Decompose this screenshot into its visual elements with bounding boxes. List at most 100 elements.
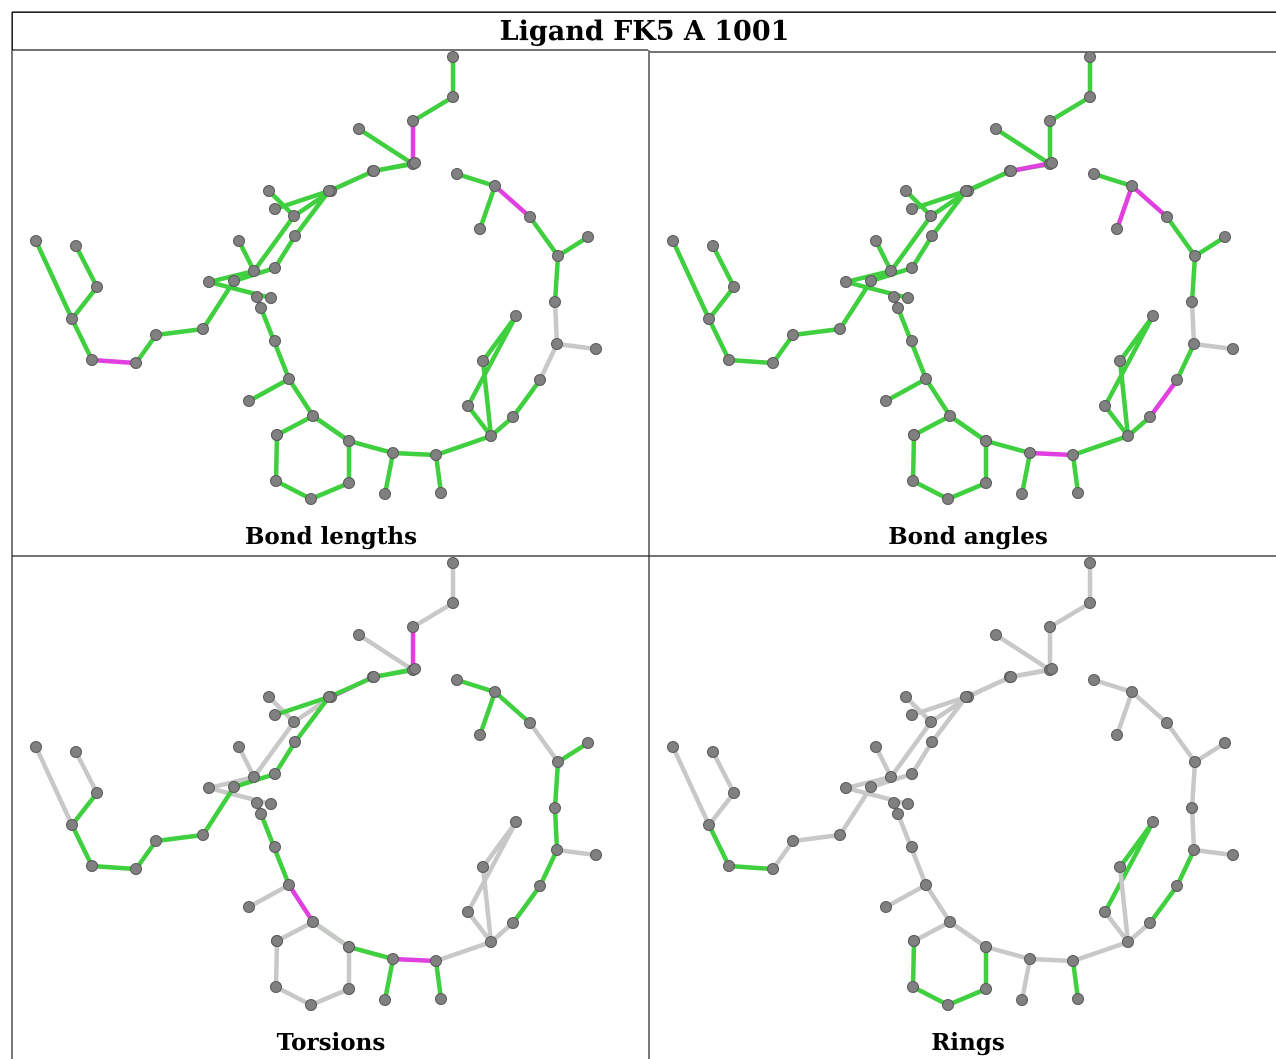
- atom-7: [288, 210, 300, 222]
- atom-49: [91, 281, 103, 293]
- atom-23: [430, 955, 442, 967]
- atom-8: [263, 185, 275, 197]
- bond-37: [929, 694, 969, 745]
- bond-41: [153, 326, 206, 338]
- bond-38: [272, 233, 298, 271]
- atom-33: [1161, 211, 1173, 223]
- atom-58: [510, 310, 522, 322]
- atom-21: [1024, 953, 1036, 965]
- bond-50: [945, 986, 989, 1008]
- atom-25: [485, 936, 497, 948]
- bond-25: [1191, 341, 1236, 352]
- atom-25: [1122, 430, 1134, 442]
- atom-2: [407, 621, 419, 633]
- atom-8: [263, 691, 275, 703]
- atom-9: [885, 771, 897, 783]
- atom-22: [379, 488, 391, 500]
- atom-47: [86, 354, 98, 366]
- atom-32: [582, 737, 594, 749]
- atom-50: [30, 741, 42, 753]
- bond-27: [552, 253, 561, 305]
- bond-8: [251, 213, 297, 274]
- atom-32: [582, 231, 594, 243]
- bond-23: [510, 883, 543, 926]
- atom-8: [900, 691, 912, 703]
- atom-36: [1088, 674, 1100, 686]
- atom-17: [880, 395, 892, 407]
- panel-bond-angles: Bond angles: [650, 51, 1276, 553]
- atom-18: [944, 410, 956, 422]
- bond-40: [837, 278, 874, 332]
- atom-0: [1084, 51, 1096, 63]
- bond-14: [883, 376, 929, 404]
- bond-54: [1102, 909, 1131, 945]
- atom-40: [269, 709, 281, 721]
- atom-59: [1114, 355, 1126, 367]
- atom-27: [1171, 880, 1183, 892]
- atom-35: [1111, 223, 1123, 235]
- atom-38: [368, 165, 380, 177]
- atom-43: [865, 781, 877, 793]
- atom-8: [900, 185, 912, 197]
- atom-21: [387, 953, 399, 965]
- atom-15: [906, 335, 918, 347]
- atom-7: [925, 716, 937, 728]
- atom-23: [1067, 955, 1079, 967]
- atom-27: [1171, 374, 1183, 386]
- bond-24: [537, 847, 560, 889]
- bond-1: [410, 600, 456, 630]
- panel-bond-lengths: Bond lengths: [13, 51, 649, 553]
- bond-57: [1117, 358, 1131, 439]
- bond-55: [465, 313, 519, 409]
- atom-53: [980, 983, 992, 995]
- bond-43: [726, 357, 776, 366]
- atom-36: [451, 674, 463, 686]
- atom-18: [307, 916, 319, 928]
- bond-20: [433, 958, 444, 1002]
- bond-30: [492, 689, 533, 726]
- molecule-bond-lengths: [30, 51, 602, 505]
- atom-21: [387, 447, 399, 459]
- bond-46: [33, 238, 75, 322]
- bond-14: [246, 376, 292, 404]
- bond-44: [69, 822, 95, 869]
- panel-torsions: Torsions: [13, 557, 649, 1059]
- atom-53: [343, 477, 355, 489]
- atom-2: [1044, 115, 1056, 127]
- atom-24: [1072, 993, 1084, 1005]
- bond-17: [346, 944, 396, 962]
- atom-39: [323, 185, 335, 197]
- bond-54: [465, 403, 494, 439]
- atom-45: [787, 835, 799, 847]
- bond-57: [480, 864, 494, 945]
- bond-41: [153, 832, 206, 844]
- atom-28: [1188, 844, 1200, 856]
- atom-45: [150, 835, 162, 847]
- atom-50: [667, 741, 679, 753]
- atom-39: [960, 185, 972, 197]
- atom-38: [1005, 165, 1017, 177]
- atom-7: [288, 716, 300, 728]
- bond-57: [480, 358, 494, 439]
- bond-53: [911, 919, 953, 944]
- atom-44: [197, 323, 209, 335]
- bond-38: [909, 739, 935, 777]
- atom-55: [270, 475, 282, 487]
- atom-37: [409, 157, 421, 169]
- atom-56: [271, 429, 283, 441]
- bond-17: [983, 944, 1033, 962]
- atom-52: [980, 435, 992, 447]
- atom-29: [1227, 849, 1239, 861]
- bond-35: [963, 168, 1014, 194]
- atom-39: [323, 691, 335, 703]
- bond-29: [527, 214, 561, 259]
- atom-53: [980, 477, 992, 489]
- bond-36: [909, 188, 969, 212]
- bond-25: [554, 341, 599, 352]
- atom-31: [552, 250, 564, 262]
- molecule-rings: [667, 557, 1239, 1011]
- atom-28: [551, 338, 563, 350]
- bond-26: [1189, 299, 1197, 347]
- bond-47: [73, 243, 100, 290]
- bond-55: [465, 819, 519, 915]
